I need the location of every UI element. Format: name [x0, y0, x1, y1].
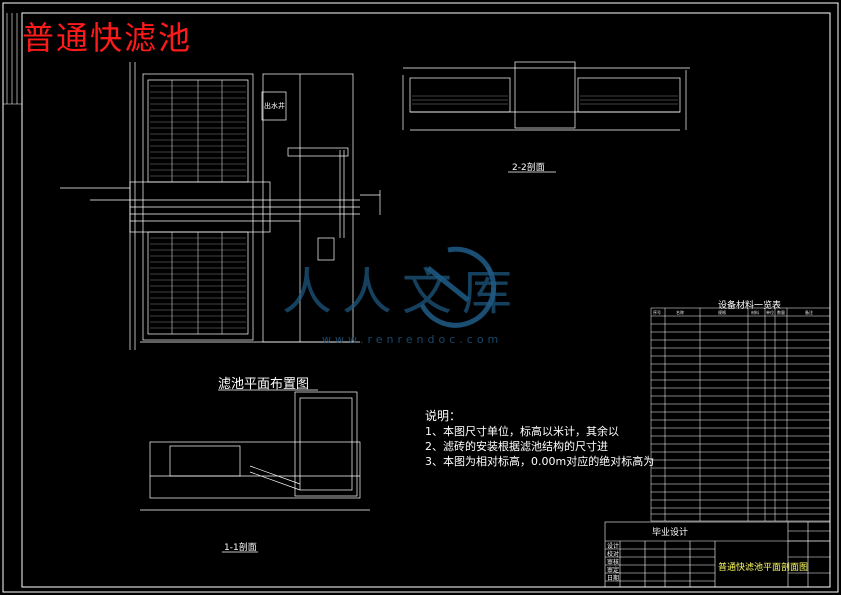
bom-header-cell: 单位	[766, 310, 774, 315]
notes-block: 说明： 1、本图尺寸单位，标高以米计，其余以 2、滤砖的安装根据滤池结构的尺寸进…	[425, 409, 654, 469]
bom-header-cell: 数量	[777, 310, 785, 315]
pump-room-label: 出水井	[264, 102, 285, 110]
title-block-label: 校对	[607, 551, 620, 558]
drawing-title: 普通快滤池	[22, 19, 193, 57]
filter-plan-view	[60, 62, 381, 350]
note-line: 3、本图为相对标高，0.00m对应的绝对标高为	[425, 455, 655, 468]
section-2-2-view	[402, 61, 690, 131]
notes-heading: 说明：	[425, 409, 462, 423]
bom-title: 设备材料一览表	[718, 301, 782, 311]
bom-header-cell: 备注	[805, 310, 813, 315]
title-block-drawing-name: 普通快滤池平面剖面图	[718, 563, 809, 573]
bom-header-cell: 名称	[676, 310, 684, 315]
section-2-2-hatch	[412, 95, 678, 105]
bom-table	[650, 307, 831, 522]
bom-header-cell: 规格	[718, 310, 726, 315]
section-1-1-view	[140, 391, 370, 511]
title-block	[604, 521, 831, 588]
title-block-label: 审定	[607, 567, 620, 574]
title-block-project: 毕业设计	[652, 528, 689, 538]
filter-bed-hatch	[150, 85, 246, 329]
section-1-1-label: 1-1剖面	[224, 543, 257, 553]
title-block-label: 日期	[607, 575, 620, 582]
title-block-label: 设计	[607, 543, 620, 550]
binding-strip	[3, 13, 22, 105]
section-2-2-label: 2-2剖面	[512, 163, 545, 173]
inner-frame	[21, 12, 831, 588]
bom-header-cell: 序号	[653, 310, 661, 315]
note-line: 2、滤砖的安装根据滤池结构的尺寸进	[425, 440, 608, 453]
watermark-url: www.renrendoc.com	[322, 333, 503, 346]
watermark-logo-icon	[419, 246, 497, 328]
watermark-text: 人人文库	[282, 263, 522, 321]
bom-header-cell: 材料	[751, 310, 759, 315]
plan-view-label: 滤池平面布置图	[218, 377, 310, 392]
note-line: 1、本图尺寸单位，标高以米计，其余以	[425, 425, 619, 438]
title-block-label: 审核	[607, 559, 620, 566]
